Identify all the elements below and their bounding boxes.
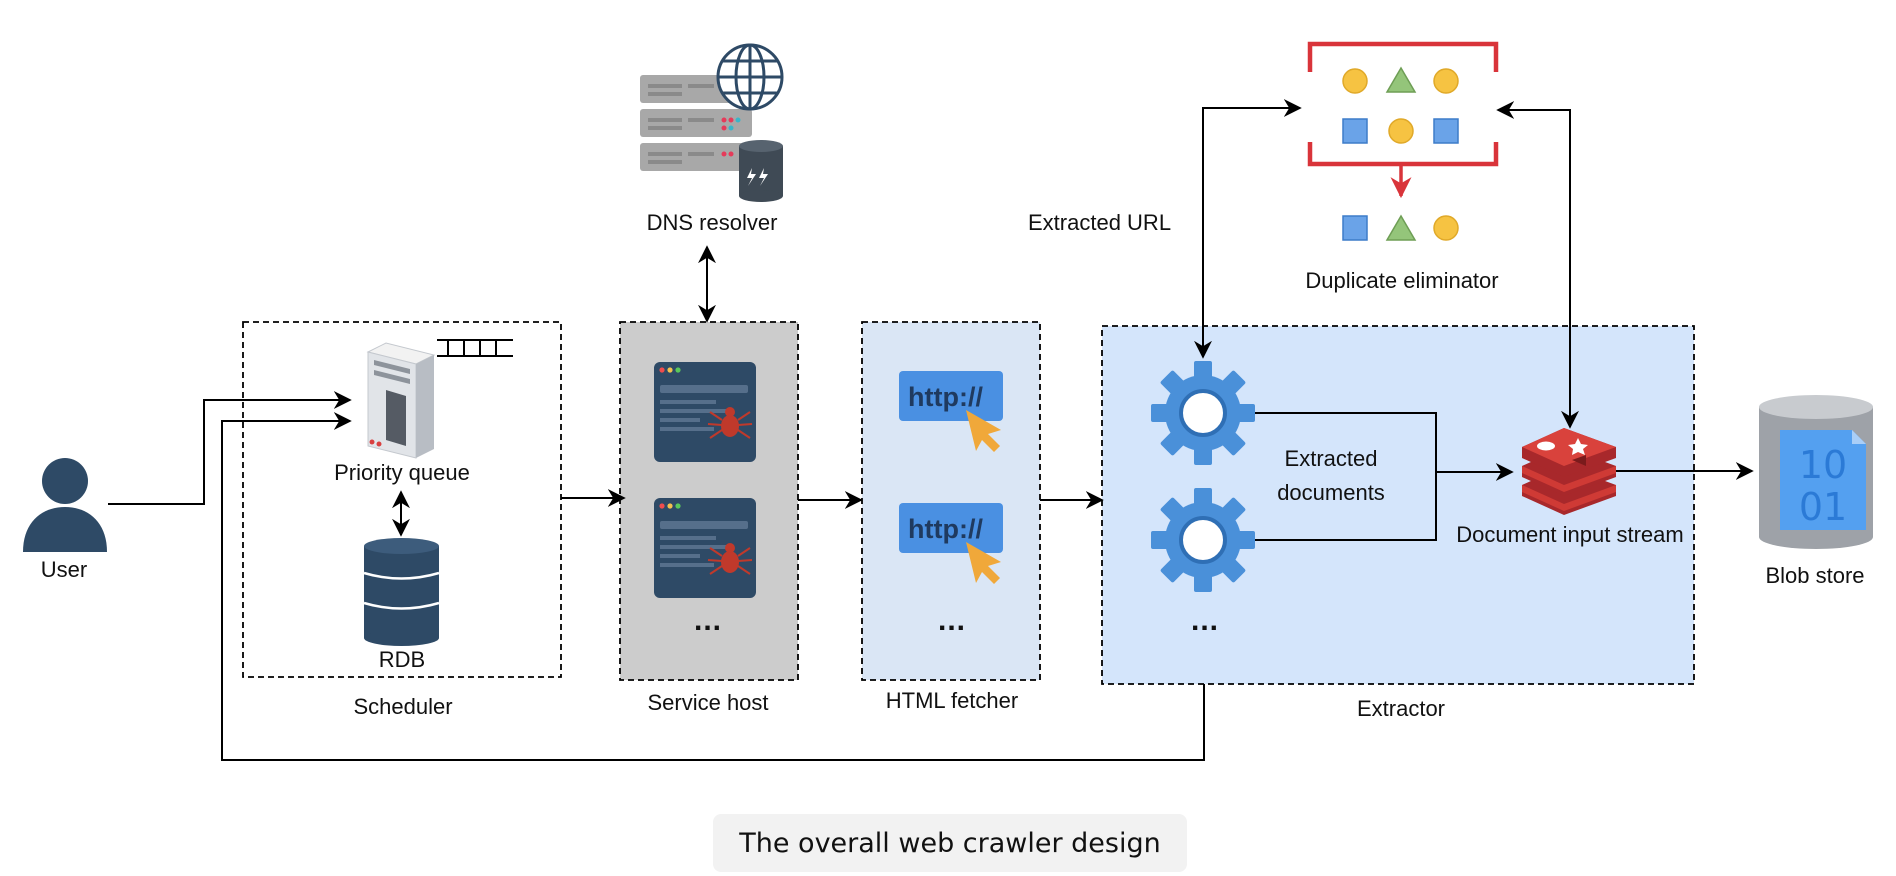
dns-cylinder-icon [739,140,783,202]
rdb-label: RDB [378,647,426,672]
dns-resolver-label: DNS resolver [646,210,778,235]
http-badge-icon-1: http:// [899,371,1003,452]
scheduler-label: Scheduler [353,694,453,719]
feedback-loop-arrow [221,412,1205,761]
duplicate-eliminator-icon [1307,41,1499,241]
priority-queue-server-icon [366,342,436,459]
redis-stream-icon [1522,428,1616,515]
globe-icon [716,43,784,111]
redis-dedup-arrow [1496,101,1579,429]
gear2-to-redis-line [1253,472,1437,541]
scheduler-box [242,321,562,678]
extractor-gear-icon-2 [1151,488,1255,592]
user-icon [23,458,107,552]
gear1-to-redis-line [1253,412,1514,481]
service-host-label: Service host [647,690,769,715]
extracted-url-label: Extracted URL [1028,210,1172,235]
svg-text:http://: http:// [908,382,983,412]
extracted-documents-label-line1: Extracted [1284,446,1378,471]
document-input-stream-label: Document input stream [1456,522,1684,547]
duplicate-eliminator-label: Duplicate eliminator [1305,268,1499,293]
rdb-database-icon [363,538,440,646]
extracted-documents-label-line2: documents [1277,480,1385,505]
crawler-window-icon-2 [654,498,756,598]
html-fetcher-ellipsis: ... [937,604,967,637]
user-label: User [40,557,88,582]
http-badge-icon-2: http:// [899,503,1003,584]
blob-store-label: Blob store [1765,563,1865,588]
extractor-dedup-arrow [1194,99,1302,359]
crawler-window-icon-1 [654,362,756,462]
service-host-ellipsis: ... [693,604,723,637]
dns-server-icon [640,75,752,171]
connectors [108,99,1754,761]
queue-icon [437,339,513,357]
extractor-gear-icon-1 [1151,361,1255,465]
extractor-label: Extractor [1356,696,1446,721]
svg-text:http://: http:// [908,514,983,544]
blob-store-icon: 10 01 [1759,395,1873,549]
html-fetcher-label: HTML fetcher [885,688,1019,713]
figure-caption: The overall web crawler design [713,814,1187,872]
extractor-ellipsis: ... [1190,604,1220,637]
user-to-queue-arrow [108,391,352,505]
svg-text:10: 10 [1799,443,1847,487]
priority-queue-label: Priority queue [334,460,470,485]
svg-text:01: 01 [1799,485,1847,529]
